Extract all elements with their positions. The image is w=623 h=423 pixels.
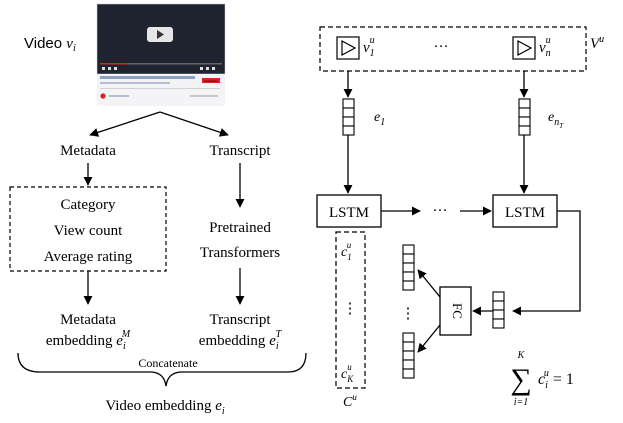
enT-label: enT [548, 110, 564, 130]
pretrained-label: Pretrained [209, 220, 271, 236]
output-vector-k [402, 332, 415, 379]
e1-label: e1 [374, 110, 385, 128]
fc-label: FC [450, 303, 465, 319]
arrow-fc-to-output-k [417, 324, 441, 353]
e1-vector [342, 98, 355, 136]
subscribe-button [202, 78, 220, 83]
sum-lower-limit: i=1 [514, 397, 529, 408]
lstm-cell-last [492, 194, 558, 228]
c1-label: c1u [341, 240, 352, 262]
arrow-fc-to-output-1 [417, 269, 441, 298]
meta-item-category: Category [61, 197, 116, 213]
fc-layer-box [439, 286, 472, 336]
concatenate-label: Concatenate [138, 356, 197, 370]
user-video-set-box [319, 26, 587, 72]
vn-label: vnu [539, 35, 551, 59]
arrow-lstm-to-hidden [512, 210, 581, 316]
cluster-vdots: ⋮ [343, 301, 358, 317]
cluster-probabilities-box [335, 231, 366, 389]
video-title-line [100, 76, 195, 79]
meta-embedding-line1: Metadata [60, 312, 116, 328]
lstm-label-last: LSTM [505, 205, 545, 221]
Cu-label: Cu [343, 392, 357, 410]
video-thumbnail: Subscribe [96, 3, 226, 106]
videos-ellipsis: ··· [434, 39, 449, 55]
concatenate-brace [17, 352, 307, 387]
metadata-label: Metadata [60, 143, 116, 159]
sum-symbol: ∑ [510, 363, 531, 396]
output-vdots: ⋮ [401, 306, 416, 322]
progress-bar [100, 63, 128, 65]
lstm-label-first: LSTM [329, 205, 369, 221]
meta-item-view-count: View count [54, 223, 123, 239]
arrow-video-to-transcript [159, 111, 229, 137]
meta-embedding-line2: embedding eiM [46, 329, 131, 352]
play-icon [341, 39, 357, 57]
arrow-video-to-metadata [89, 111, 161, 137]
Vu-label: Vu [590, 34, 604, 52]
v1-label: v1u [363, 35, 375, 59]
transcript-embedding-line1: Transcript [209, 312, 271, 328]
transcript-embedding-line2: embedding eiT [199, 329, 283, 352]
sum-term: ciu= 1 [538, 368, 574, 391]
transcript-label: Transcript [209, 143, 271, 159]
output-vector-1 [402, 244, 415, 291]
transformers-label: Transformers [200, 245, 280, 261]
hidden-state-vector [492, 291, 505, 329]
enT-vector [518, 98, 531, 136]
lstm-ellipsis: ··· [433, 203, 448, 219]
video-embedding-label: Video embedding ei [105, 398, 225, 417]
video-label: Video vi [24, 35, 76, 54]
meta-item-average-rating: Average rating [44, 249, 133, 265]
play-icon [517, 39, 533, 57]
cK-label: cKu [341, 362, 354, 384]
sum-upper-limit: K [517, 350, 526, 361]
subscribe-button-label: Subscribe [204, 79, 218, 83]
channel-avatar [100, 93, 106, 99]
